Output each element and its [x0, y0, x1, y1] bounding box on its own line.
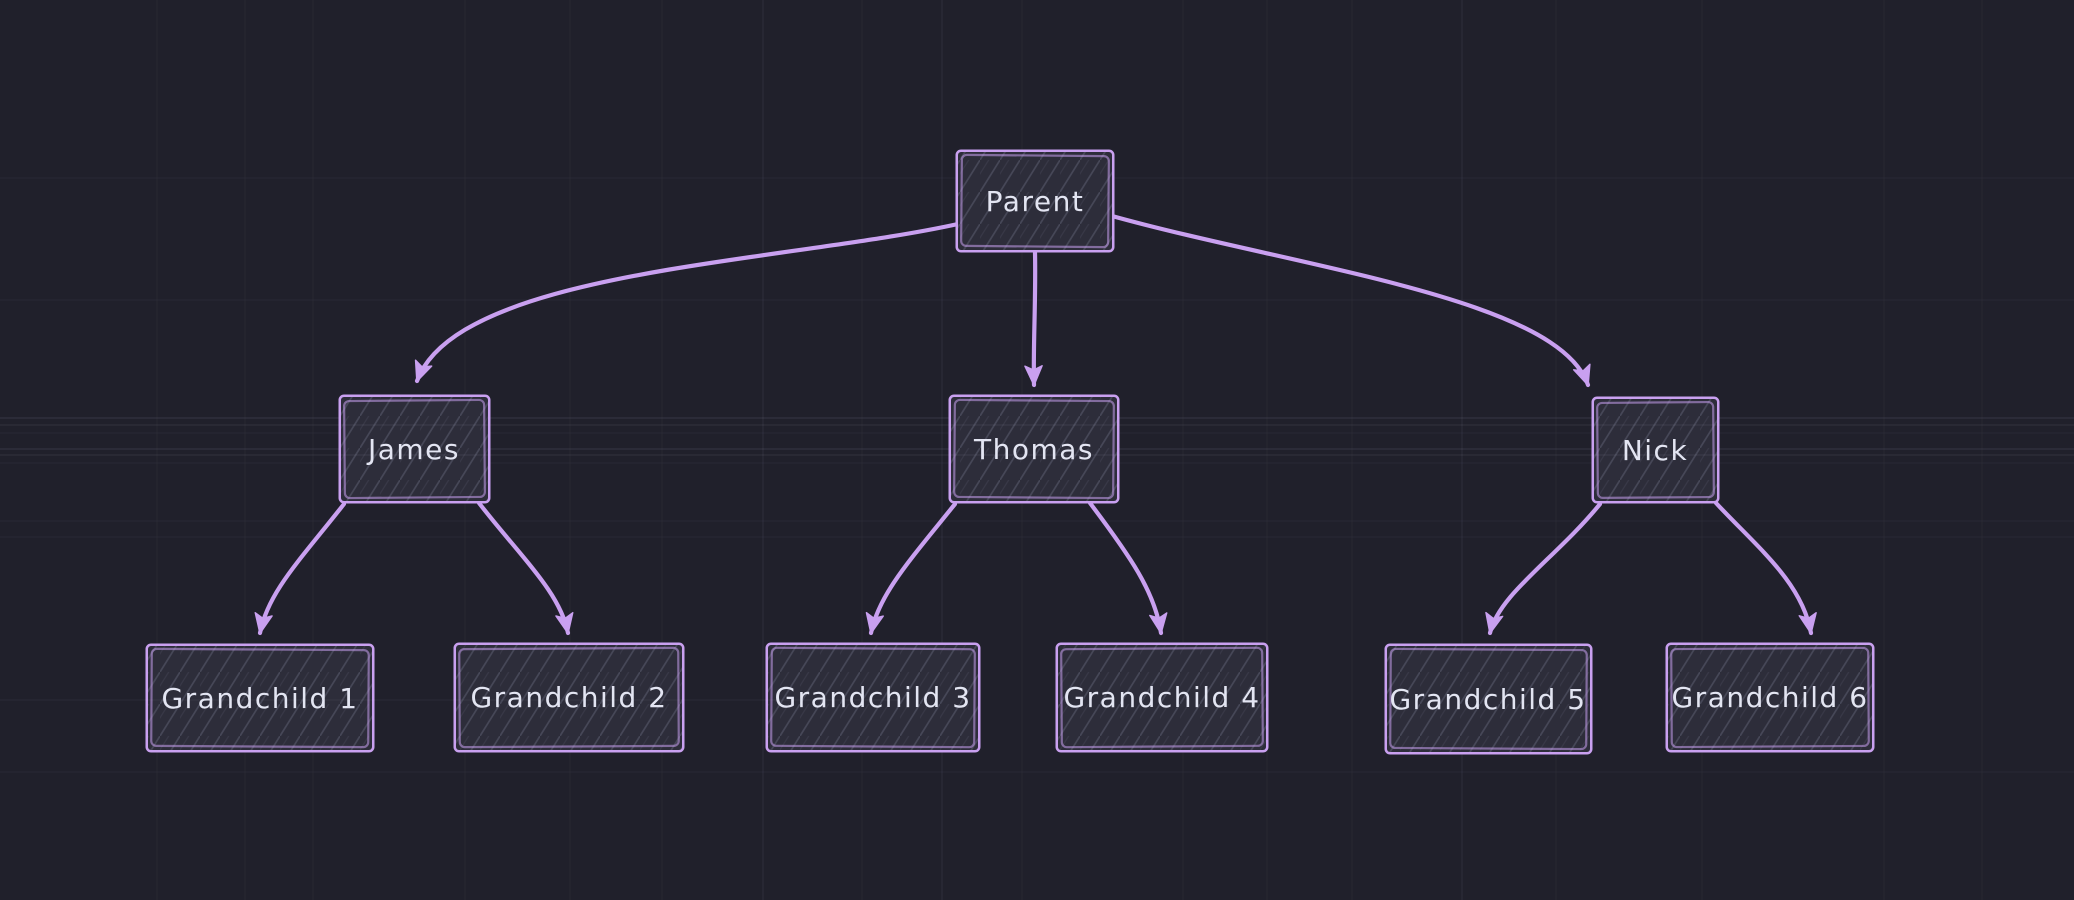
node-grandchild-3-sketch-stroke	[770, 646, 976, 749]
edge-parent-nick[interactable]	[1109, 213, 1591, 388]
node-thomas-label: Thomas	[973, 433, 1094, 466]
edge-nick-grandchild-5[interactable]	[1485, 501, 1603, 636]
edge-thomas-grandchild-3[interactable]	[865, 501, 958, 636]
edge-parent-thomas[interactable]	[1024, 249, 1043, 388]
node-james-sketch-stroke	[343, 398, 486, 500]
node-thomas-sketch-stroke	[953, 398, 1115, 500]
edges-layer	[254, 213, 1817, 636]
node-nick[interactable]: Nick	[1591, 396, 1720, 504]
node-grandchild-1-label: Grandchild 1	[161, 682, 358, 715]
node-grandchild-5-sketch-stroke	[1389, 647, 1588, 751]
edge-james-grandchild-2[interactable]	[476, 500, 574, 636]
node-nick-label: Nick	[1622, 434, 1688, 467]
node-grandchild-6-label: Grandchild 6	[1671, 681, 1868, 714]
node-grandchild-4-sketch-stroke	[1060, 646, 1264, 749]
edge-parent-james[interactable]	[414, 221, 961, 384]
node-grandchild-6[interactable]: Grandchild 6	[1665, 642, 1875, 753]
node-james-label: James	[366, 433, 460, 466]
node-grandchild-5[interactable]: Grandchild 5	[1384, 643, 1593, 755]
canvas-streak-overlay	[0, 424, 2074, 456]
node-parent[interactable]: Parent	[955, 149, 1115, 253]
node-grandchild-1[interactable]: Grandchild 1	[145, 643, 375, 753]
node-nick-sketch-stroke	[1596, 400, 1715, 500]
node-grandchild-2-label: Grandchild 2	[470, 681, 667, 714]
node-grandchild-3[interactable]: Grandchild 3	[765, 642, 981, 753]
node-parent-sketch-stroke	[960, 153, 1110, 249]
node-grandchild-1-sketch-stroke	[150, 647, 370, 749]
edge-thomas-grandchild-4[interactable]	[1087, 500, 1168, 636]
node-grandchild-5-label: Grandchild 5	[1389, 683, 1586, 716]
node-parent-label: Parent	[986, 185, 1085, 218]
node-james[interactable]: James	[338, 394, 491, 504]
nodes-layer: Parent James Thomas Nick Grandchild 1 Gr…	[145, 149, 1875, 755]
node-grandchild-2-sketch-stroke	[458, 646, 680, 749]
node-thomas[interactable]: Thomas	[948, 394, 1120, 504]
edge-james-grandchild-1[interactable]	[254, 501, 347, 636]
node-grandchild-2[interactable]: Grandchild 2	[453, 642, 685, 753]
node-grandchild-3-label: Grandchild 3	[774, 681, 971, 714]
node-grandchild-4[interactable]: Grandchild 4	[1055, 642, 1269, 753]
node-grandchild-4-label: Grandchild 4	[1063, 681, 1260, 714]
node-grandchild-6-sketch-stroke	[1670, 646, 1870, 749]
edge-nick-grandchild-6[interactable]	[1713, 500, 1817, 636]
